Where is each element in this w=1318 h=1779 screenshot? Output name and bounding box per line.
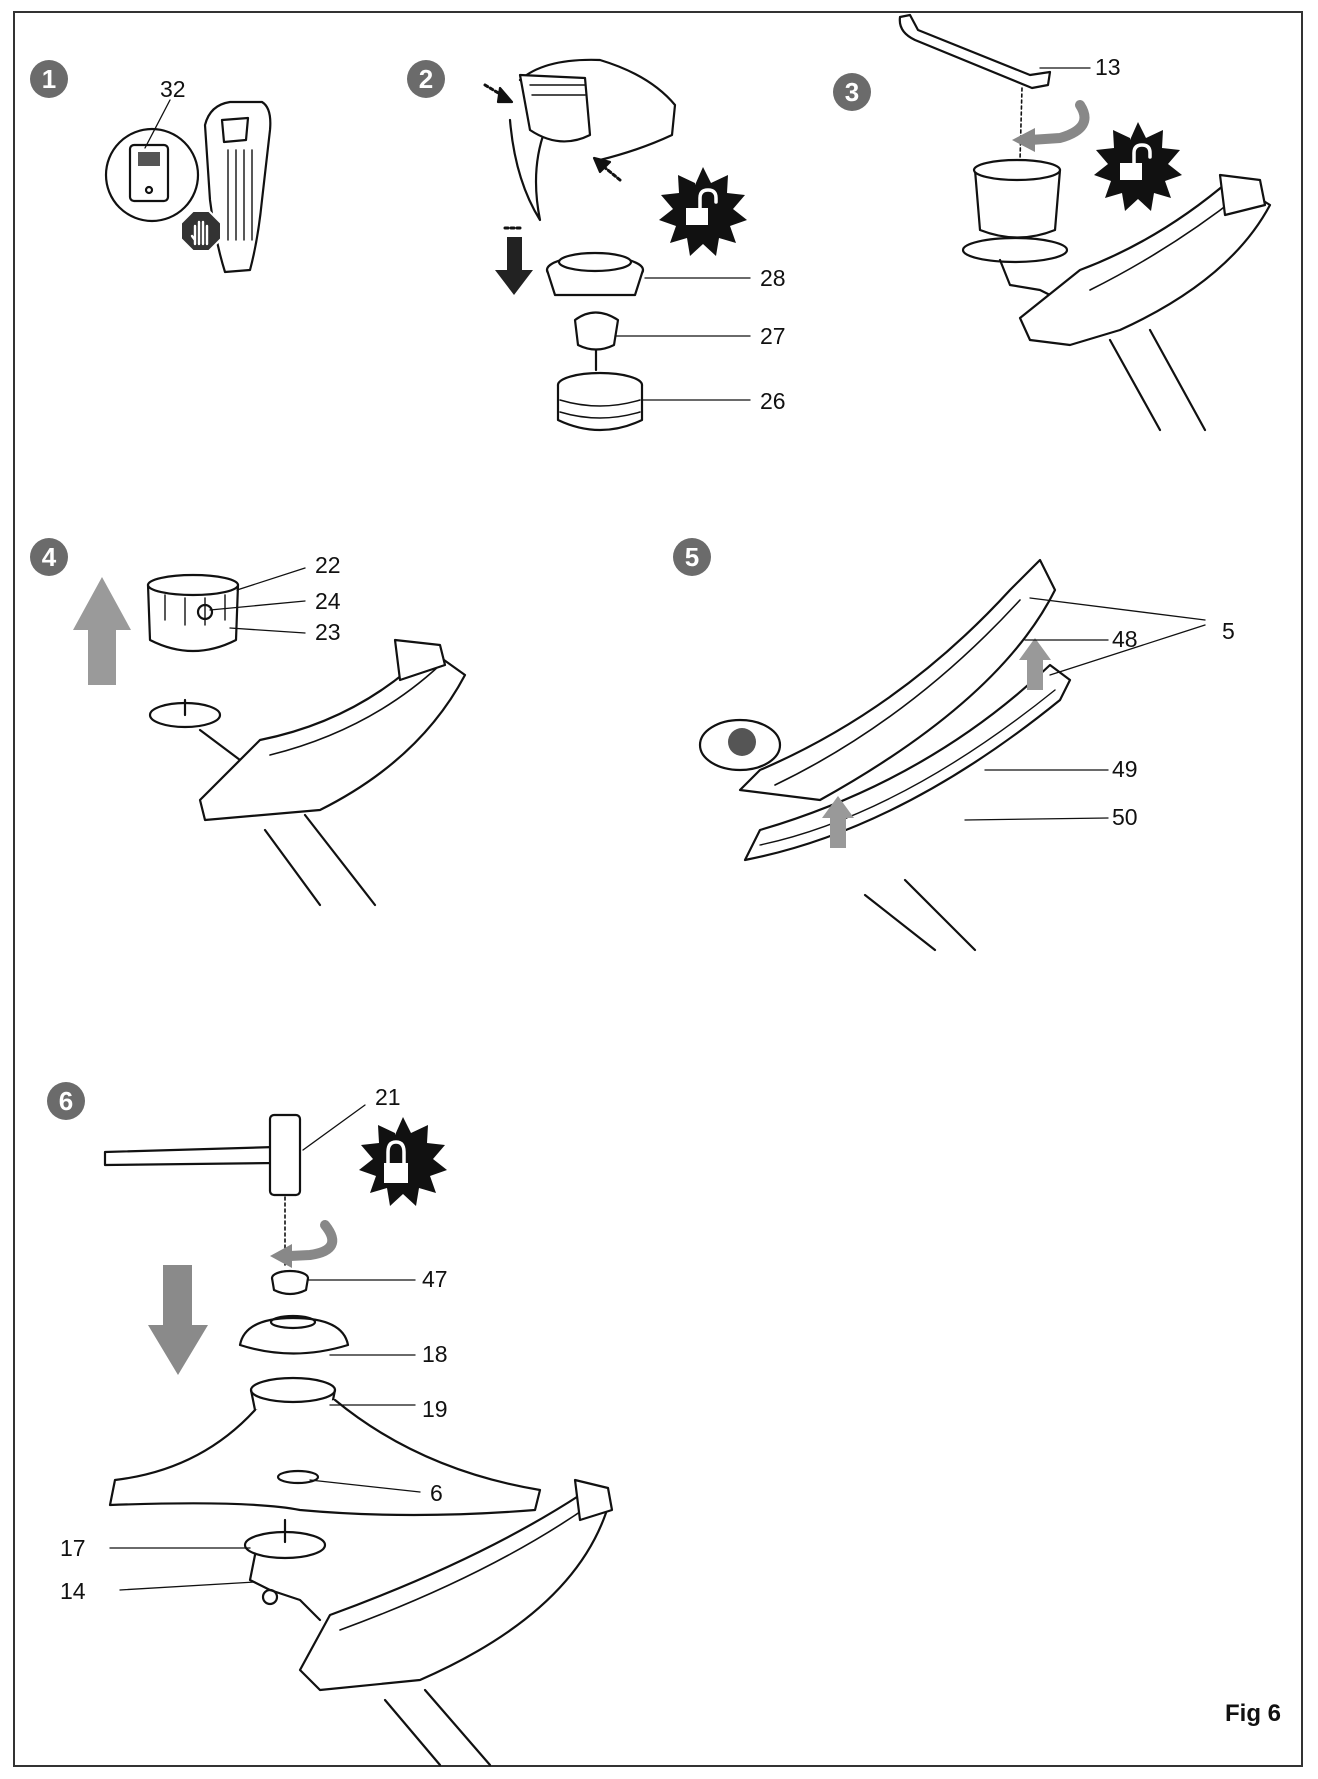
callout-23: 23 (315, 619, 341, 645)
figure-frame (13, 11, 1303, 1767)
step6-wrench-drawing (103, 1113, 302, 1266)
callout-13: 13 (1095, 54, 1121, 80)
callout-26: 26 (760, 388, 786, 414)
step6-guard-drawing (298, 1478, 614, 1767)
step4-cap-drawing (146, 573, 240, 653)
step3-head-drawing (961, 158, 1072, 332)
step6-head-drawing (243, 1518, 327, 1622)
callout-6: 6 (430, 1480, 443, 1506)
step3-guard-drawing (1018, 173, 1272, 432)
callout-24: 24 (315, 588, 341, 614)
lock-icon (359, 1117, 447, 1206)
unlock-icon (1094, 122, 1182, 211)
callout-28: 28 (760, 265, 786, 291)
step-badge-5: 5 (673, 538, 711, 576)
step4-guard-drawing (148, 638, 467, 907)
unlock-icon (659, 167, 747, 256)
callout-19: 19 (422, 1396, 448, 1422)
callout-22: 22 (315, 552, 341, 578)
step-badge-3: 3 (833, 73, 871, 111)
step3-spanner-drawing (898, 13, 1052, 161)
step-badge-4: 4 (30, 538, 68, 576)
callout-17: 17 (60, 1535, 86, 1561)
squeeze-arrows (483, 83, 622, 182)
callout-21: 21 (375, 1084, 401, 1110)
callout-47: 47 (422, 1266, 448, 1292)
step2-hands-drawing (508, 58, 677, 222)
callout-5: 5 (1222, 618, 1235, 644)
spool-drawing (556, 371, 644, 432)
arrow-down-icon (148, 1265, 208, 1375)
stop-hand-icon (180, 210, 222, 252)
spool-cover-drawing (545, 251, 645, 297)
callout-27: 27 (760, 323, 786, 349)
step6-cup-drawing (238, 1314, 350, 1355)
step-badge-2: 2 (407, 60, 445, 98)
step6-nut-drawing (270, 1269, 310, 1296)
step6-blade-drawing (108, 1376, 542, 1517)
arrow-up-icon (73, 577, 131, 685)
arrow-up-icon (822, 638, 1051, 848)
callout-18: 18 (422, 1341, 448, 1367)
rotate-arrow-icon (1012, 100, 1090, 152)
callout-48: 48 (1112, 626, 1138, 652)
callout-32: 32 (160, 76, 186, 102)
step-badge-6: 6 (47, 1082, 85, 1120)
spool-spring-drawing (573, 311, 620, 372)
step5-guard-drawing (698, 558, 1072, 952)
callout-49: 49 (1112, 756, 1138, 782)
step-badge-1: 1 (30, 60, 68, 98)
arrow-down-icon (495, 226, 533, 295)
rotate-arrow-icon (270, 1220, 338, 1268)
figure-label: Fig 6 (1225, 1700, 1282, 1727)
callout-14: 14 (60, 1578, 86, 1604)
leader-lines (109, 67, 1206, 1591)
callout-50: 50 (1112, 804, 1138, 830)
